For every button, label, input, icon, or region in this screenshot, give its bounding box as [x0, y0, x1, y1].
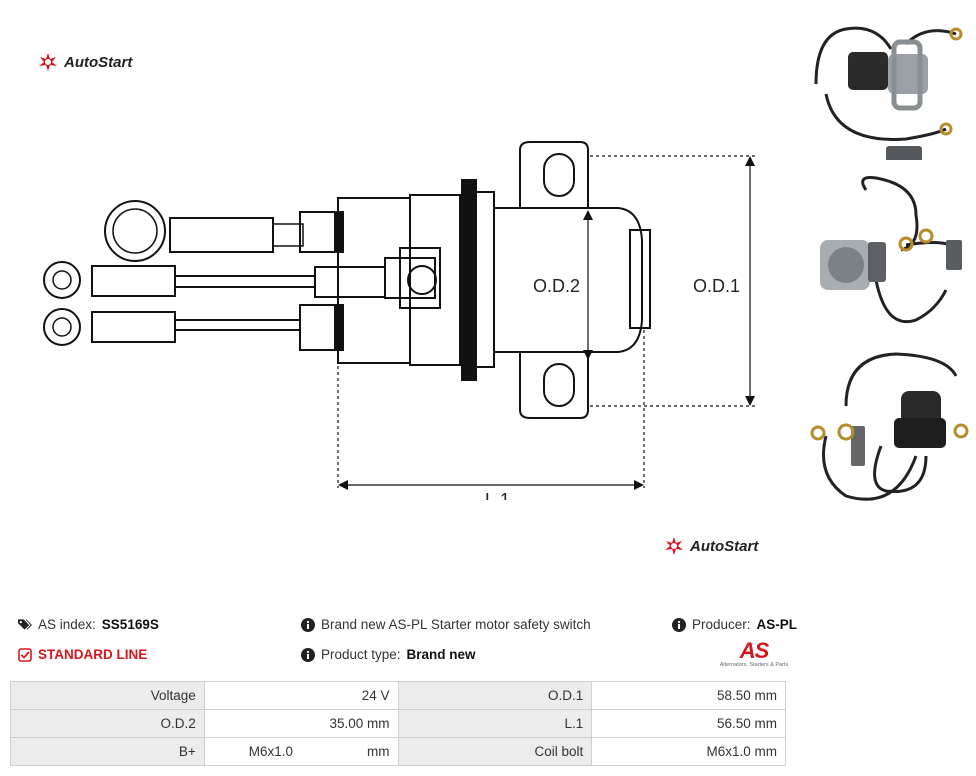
spec-value: 24 V [203, 681, 399, 710]
producer-logo-tagline: Alternators, Starters & Parts [719, 662, 789, 668]
producer-label: Producer: [692, 617, 751, 632]
product-type: Product type: Brand new [301, 647, 476, 662]
table-row: B+ M6x1.0 mm Coil bolt M6x1.0 mm [10, 737, 786, 766]
autostart-logo-icon [665, 537, 683, 555]
producer: Producer: AS-PL [672, 617, 797, 632]
brand-name: AutoStart [64, 53, 133, 71]
spec-value: 35.00 mm [203, 709, 399, 738]
producer-logo-mark: AS [739, 638, 770, 663]
spec-key: Voltage [10, 681, 205, 710]
brand-logo-top: AutoStart [38, 52, 132, 72]
spec-key: L.1 [397, 709, 593, 738]
spec-value-unit: mm [367, 744, 390, 759]
spec-value: 58.50 mm [591, 681, 786, 710]
label-od2: O.D.2 [533, 276, 580, 296]
info-circle-icon [672, 617, 686, 632]
producer-logo: AS Alternators, Starters & Parts [716, 640, 792, 669]
info-circle-icon [301, 647, 315, 662]
producer-value: AS-PL [756, 617, 798, 632]
product-photo-thumb-1[interactable] [806, 4, 974, 160]
product-type-label: Product type: [321, 647, 401, 662]
spec-key: Coil bolt [397, 737, 593, 766]
spec-key: O.D.1 [397, 681, 593, 710]
as-index: AS index: SS5169S [18, 617, 159, 632]
brand-name-bottom: AutoStart [690, 537, 759, 555]
standard-line-badge: STANDARD LINE [18, 647, 147, 662]
product-photo-thumb-3[interactable] [806, 346, 974, 512]
check-square-icon [18, 647, 32, 662]
label-l1: L.1 [485, 490, 510, 500]
info-circle-icon [301, 617, 315, 632]
spec-key: O.D.2 [10, 709, 205, 738]
specs-table: Voltage 24 V O.D.1 58.50 mm O.D.2 35.00 … [10, 681, 786, 766]
technical-drawing: O.D.1 O.D.2 L.1 [43, 141, 755, 500]
spec-value-number: M6x1.0 [248, 744, 294, 759]
product-photo-thumb-2[interactable] [806, 170, 974, 338]
product-type-value: Brand new [406, 647, 476, 662]
table-row: Voltage 24 V O.D.1 58.50 mm [10, 681, 786, 710]
spec-key: B+ [10, 737, 205, 766]
description-text: Brand new AS-PL Starter motor safety swi… [321, 617, 591, 632]
label-od1: O.D.1 [693, 276, 740, 296]
standard-line-text: STANDARD LINE [38, 647, 148, 662]
spec-value: M6x1.0 mm [203, 737, 399, 766]
as-index-label: AS index: [38, 617, 96, 632]
brand-logo-bottom: AutoStart [664, 536, 758, 556]
as-index-value: SS5169S [101, 617, 159, 632]
table-row: O.D.2 35.00 mm L.1 56.50 mm [10, 709, 786, 738]
product-description: Brand new AS-PL Starter motor safety swi… [301, 617, 591, 632]
autostart-logo-icon [39, 53, 57, 71]
spec-value: M6x1.0 mm [591, 737, 786, 766]
spec-value: 56.50 mm [591, 709, 786, 738]
tags-icon [18, 618, 32, 632]
